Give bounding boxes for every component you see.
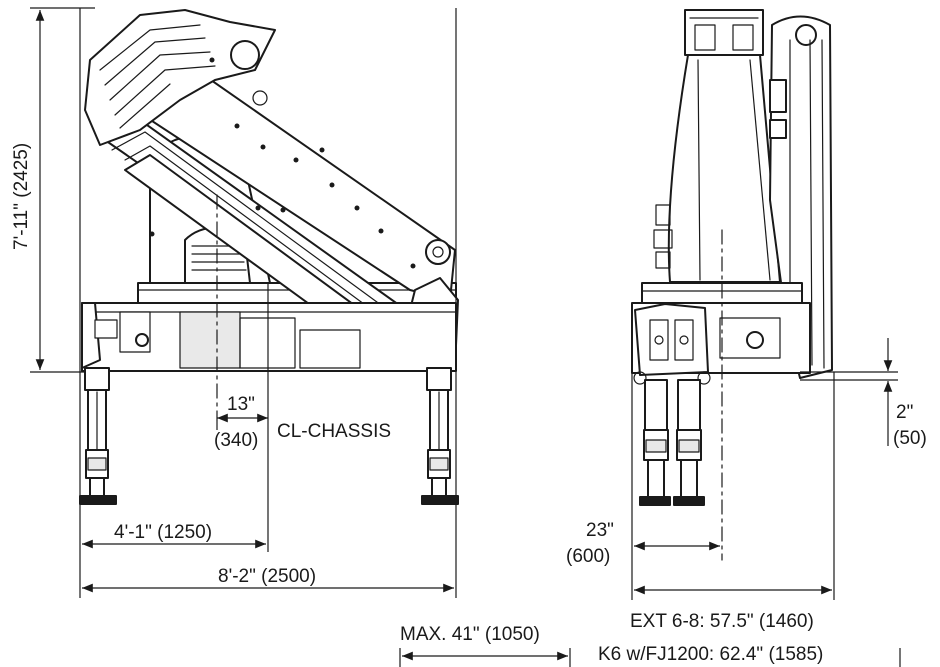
ext-width-label: EXT 6-8: 57.5" (1460) [630,611,814,632]
height-label: 7'-11" (2425) [11,143,32,250]
clearance-inch-label: 2" [896,402,913,423]
full-width-label: 8'-2" (2500) [218,566,316,587]
chassis-centerline-label: CL-CHASSIS [277,421,391,442]
k6-width-label: K6 w/FJ1200: 62.4" (1585) [598,644,823,665]
offset-mm-label: (340) [214,430,258,451]
end-view-head [684,9,764,56]
side-offset-mm-label: (600) [566,546,610,567]
max-reach-label: MAX. 41" (1050) [400,624,540,645]
right-outrigger-leg [421,367,459,505]
end-view-crane [631,9,833,561]
end-view-dimensions [399,338,901,667]
end-view-column [667,54,781,283]
side-view-dimensions [30,7,457,598]
clearance-mm-label: (50) [893,428,927,449]
half-width-label: 4'-1" (1250) [114,522,212,543]
side-view-crane [79,9,459,505]
end-view-legs [639,379,705,506]
side-offset-inch-label: 23" [586,520,614,541]
left-outrigger-leg [79,367,117,505]
offset-inch-label: 13" [227,394,255,415]
